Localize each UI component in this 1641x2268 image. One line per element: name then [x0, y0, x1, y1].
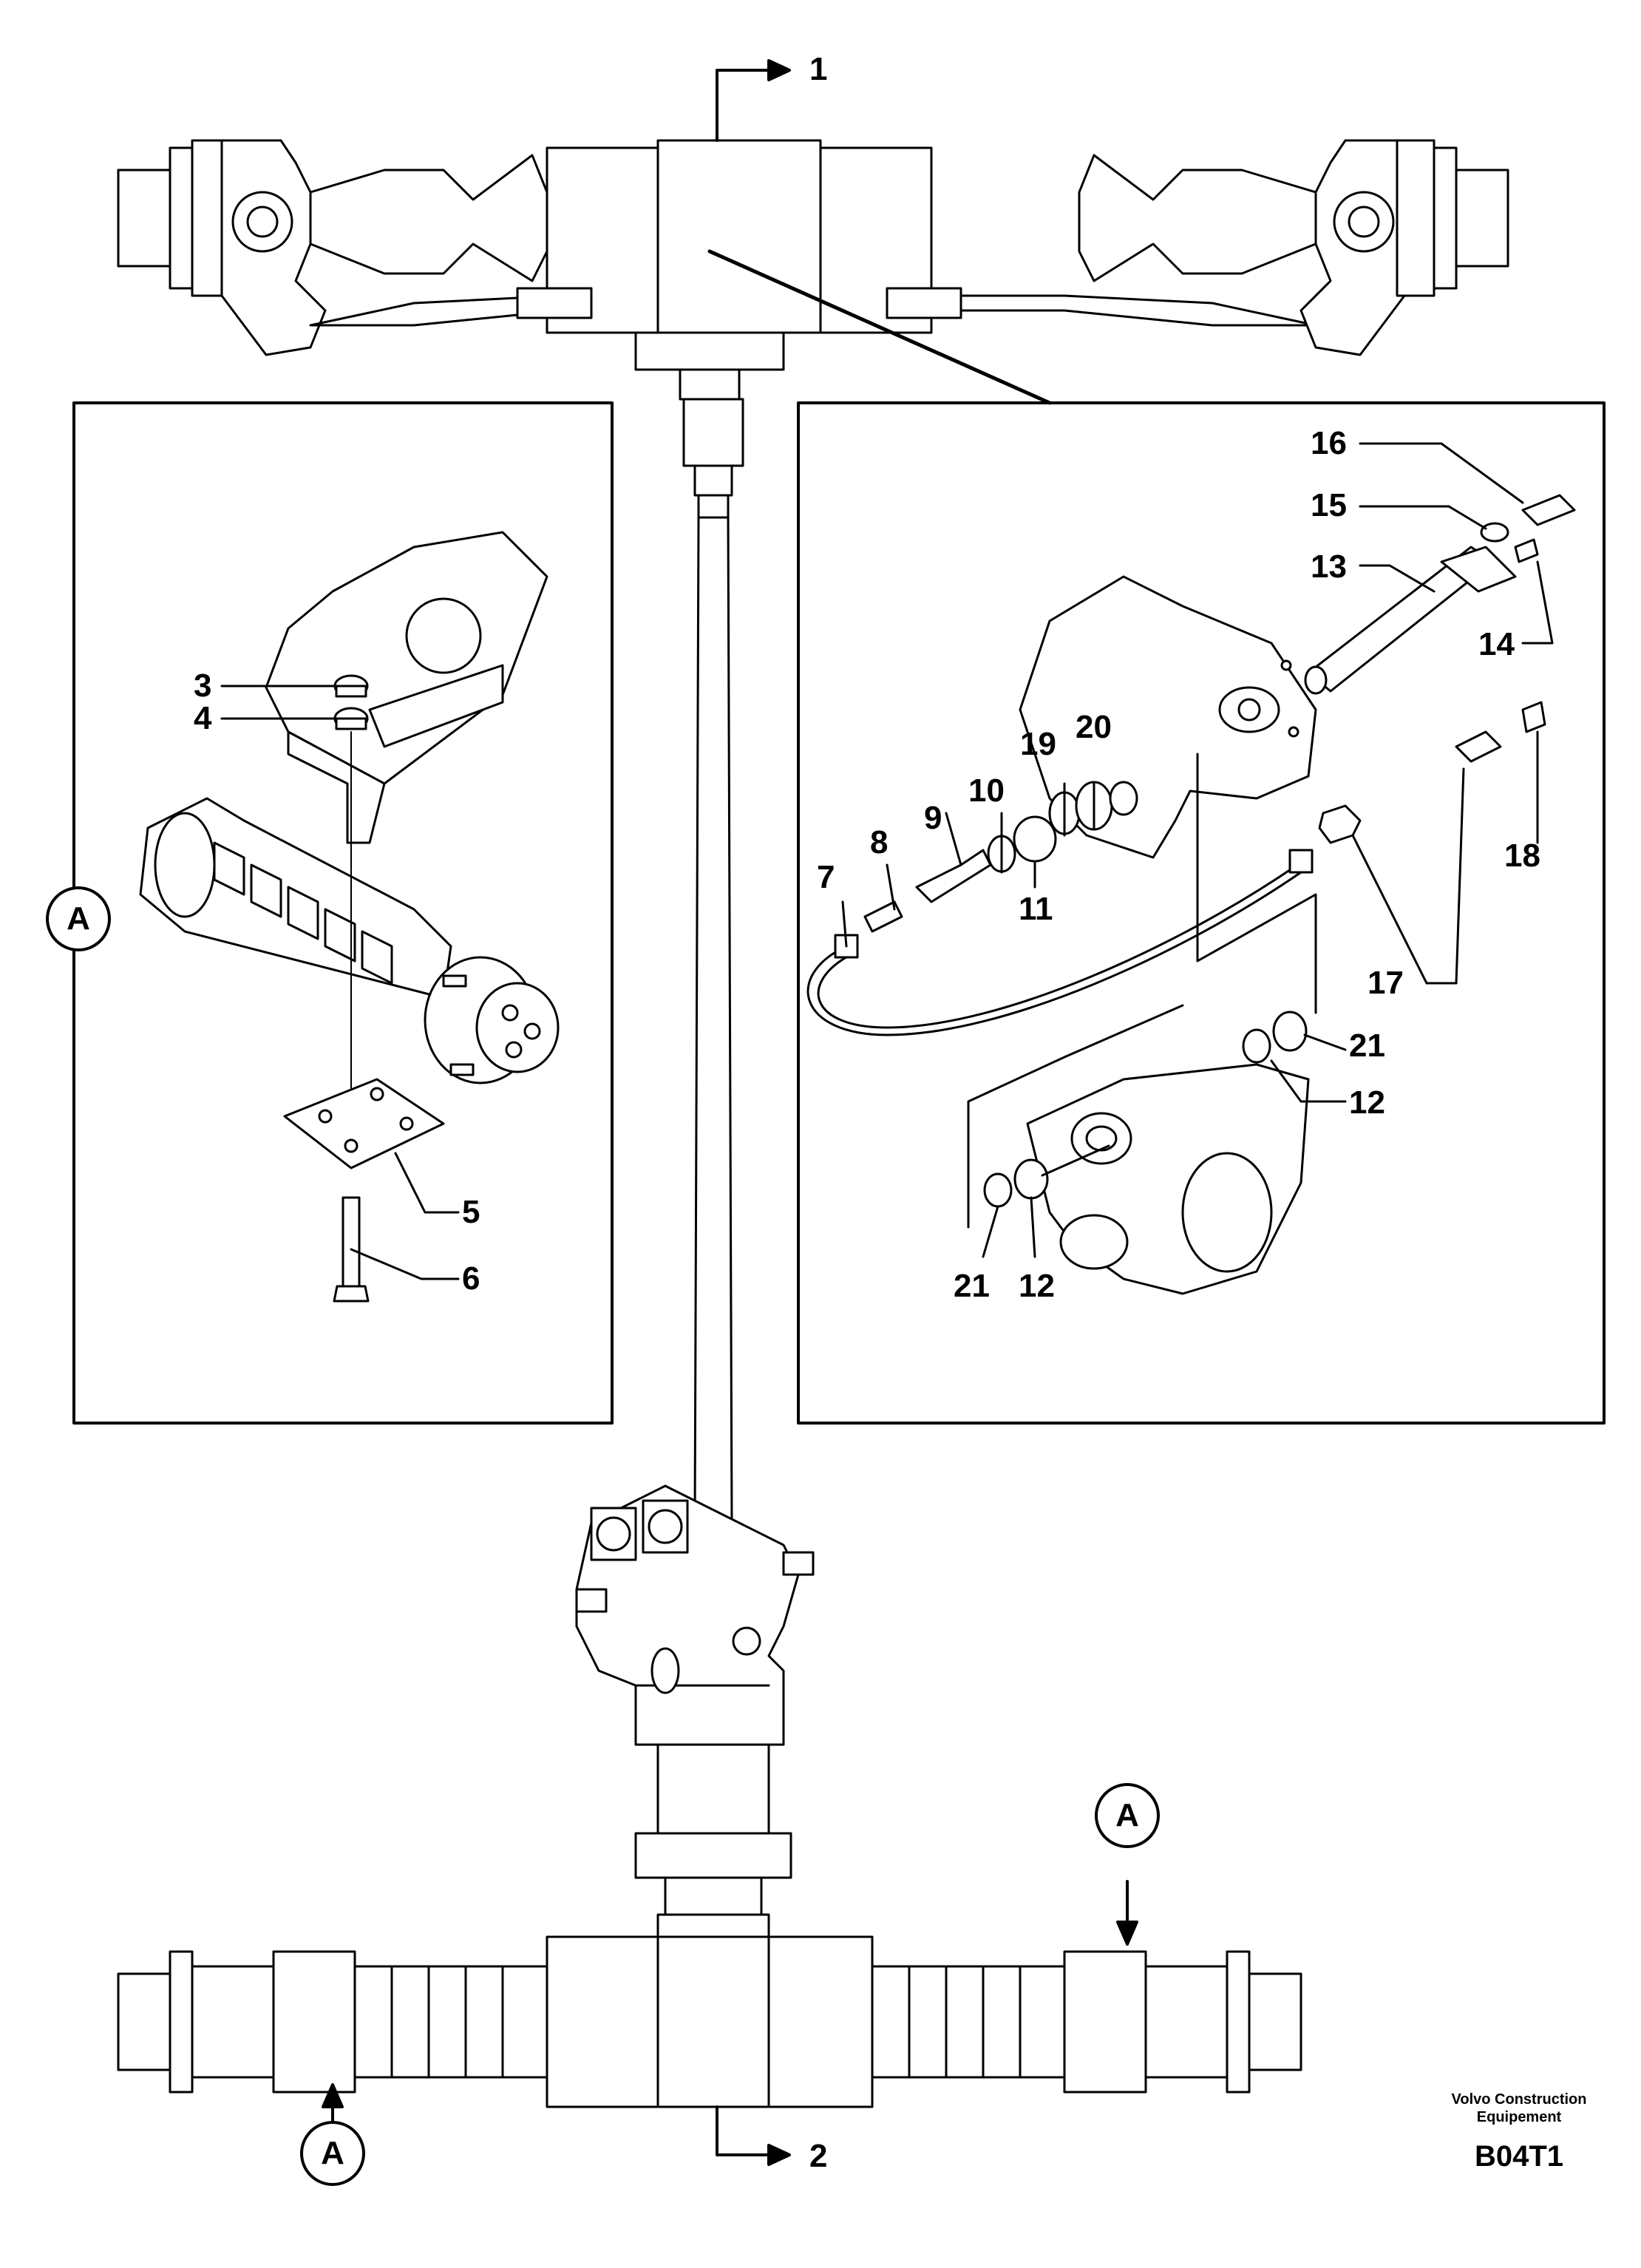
bracket-drawing	[265, 531, 548, 844]
callout-4: 4	[194, 700, 212, 736]
rear-axle-section-drawing	[139, 797, 560, 1084]
callout-12b: 12	[1019, 1268, 1055, 1304]
arrow-a-right	[1116, 1880, 1138, 1946]
callout-6: 6	[462, 1260, 480, 1297]
callout-16: 16	[1311, 425, 1347, 461]
callout-19: 19	[1020, 726, 1056, 762]
detail-marker-a-bottom-right: A	[1095, 1783, 1160, 1848]
nuts-3-4	[333, 674, 369, 730]
washers-19-20	[1048, 781, 1138, 835]
front-axle-drawing	[117, 139, 1509, 401]
rear-input-drawing	[634, 1743, 792, 1938]
banjo-bolt-8-9	[863, 849, 992, 933]
bolt-6-drawing	[333, 1196, 370, 1303]
brand-line-2: Equipement	[1476, 2109, 1562, 2125]
callout-1: 1	[809, 51, 828, 87]
callout-9: 9	[924, 800, 942, 836]
drawing-code: B04T1	[1474, 2140, 1564, 2173]
callout-21a: 21	[1349, 1028, 1385, 1064]
fittings-14-18	[1455, 494, 1576, 763]
plate-5-drawing	[283, 1078, 445, 1169]
callout-17: 17	[1368, 965, 1404, 1001]
callout-11: 11	[1019, 891, 1053, 927]
callout-18: 18	[1504, 838, 1540, 874]
drive-shaft-drawing	[682, 398, 744, 1524]
arrow-2	[716, 2105, 791, 2166]
steering-valve-drawing	[575, 1484, 815, 1746]
callout-3: 3	[194, 668, 212, 704]
tube-13-drawing	[1304, 546, 1517, 695]
callout-10: 10	[968, 773, 1005, 809]
washers-10-11	[987, 815, 1057, 873]
hose-7-drawing	[806, 849, 1314, 1036]
callout-15: 15	[1311, 487, 1347, 523]
arrow-1	[716, 59, 791, 142]
callout-2: 2	[809, 2138, 828, 2174]
lower-knuckle-drawing	[1026, 1063, 1310, 1295]
callout-20: 20	[1076, 709, 1112, 745]
rear-axle-drawing	[117, 1935, 1302, 2108]
brand-line-1: Volvo Construction	[1451, 2091, 1587, 2108]
detail-box-right	[797, 401, 1606, 1425]
callout-21b: 21	[954, 1268, 990, 1304]
callout-8: 8	[870, 824, 889, 860]
callout-12a: 12	[1349, 1084, 1385, 1121]
callout-5: 5	[462, 1194, 480, 1230]
callout-13: 13	[1311, 549, 1347, 585]
detail-marker-a-bottom-left: A	[300, 2121, 365, 2186]
detail-marker-a-left: A	[46, 886, 111, 951]
callout-7: 7	[817, 859, 835, 895]
callout-14: 14	[1478, 626, 1515, 662]
